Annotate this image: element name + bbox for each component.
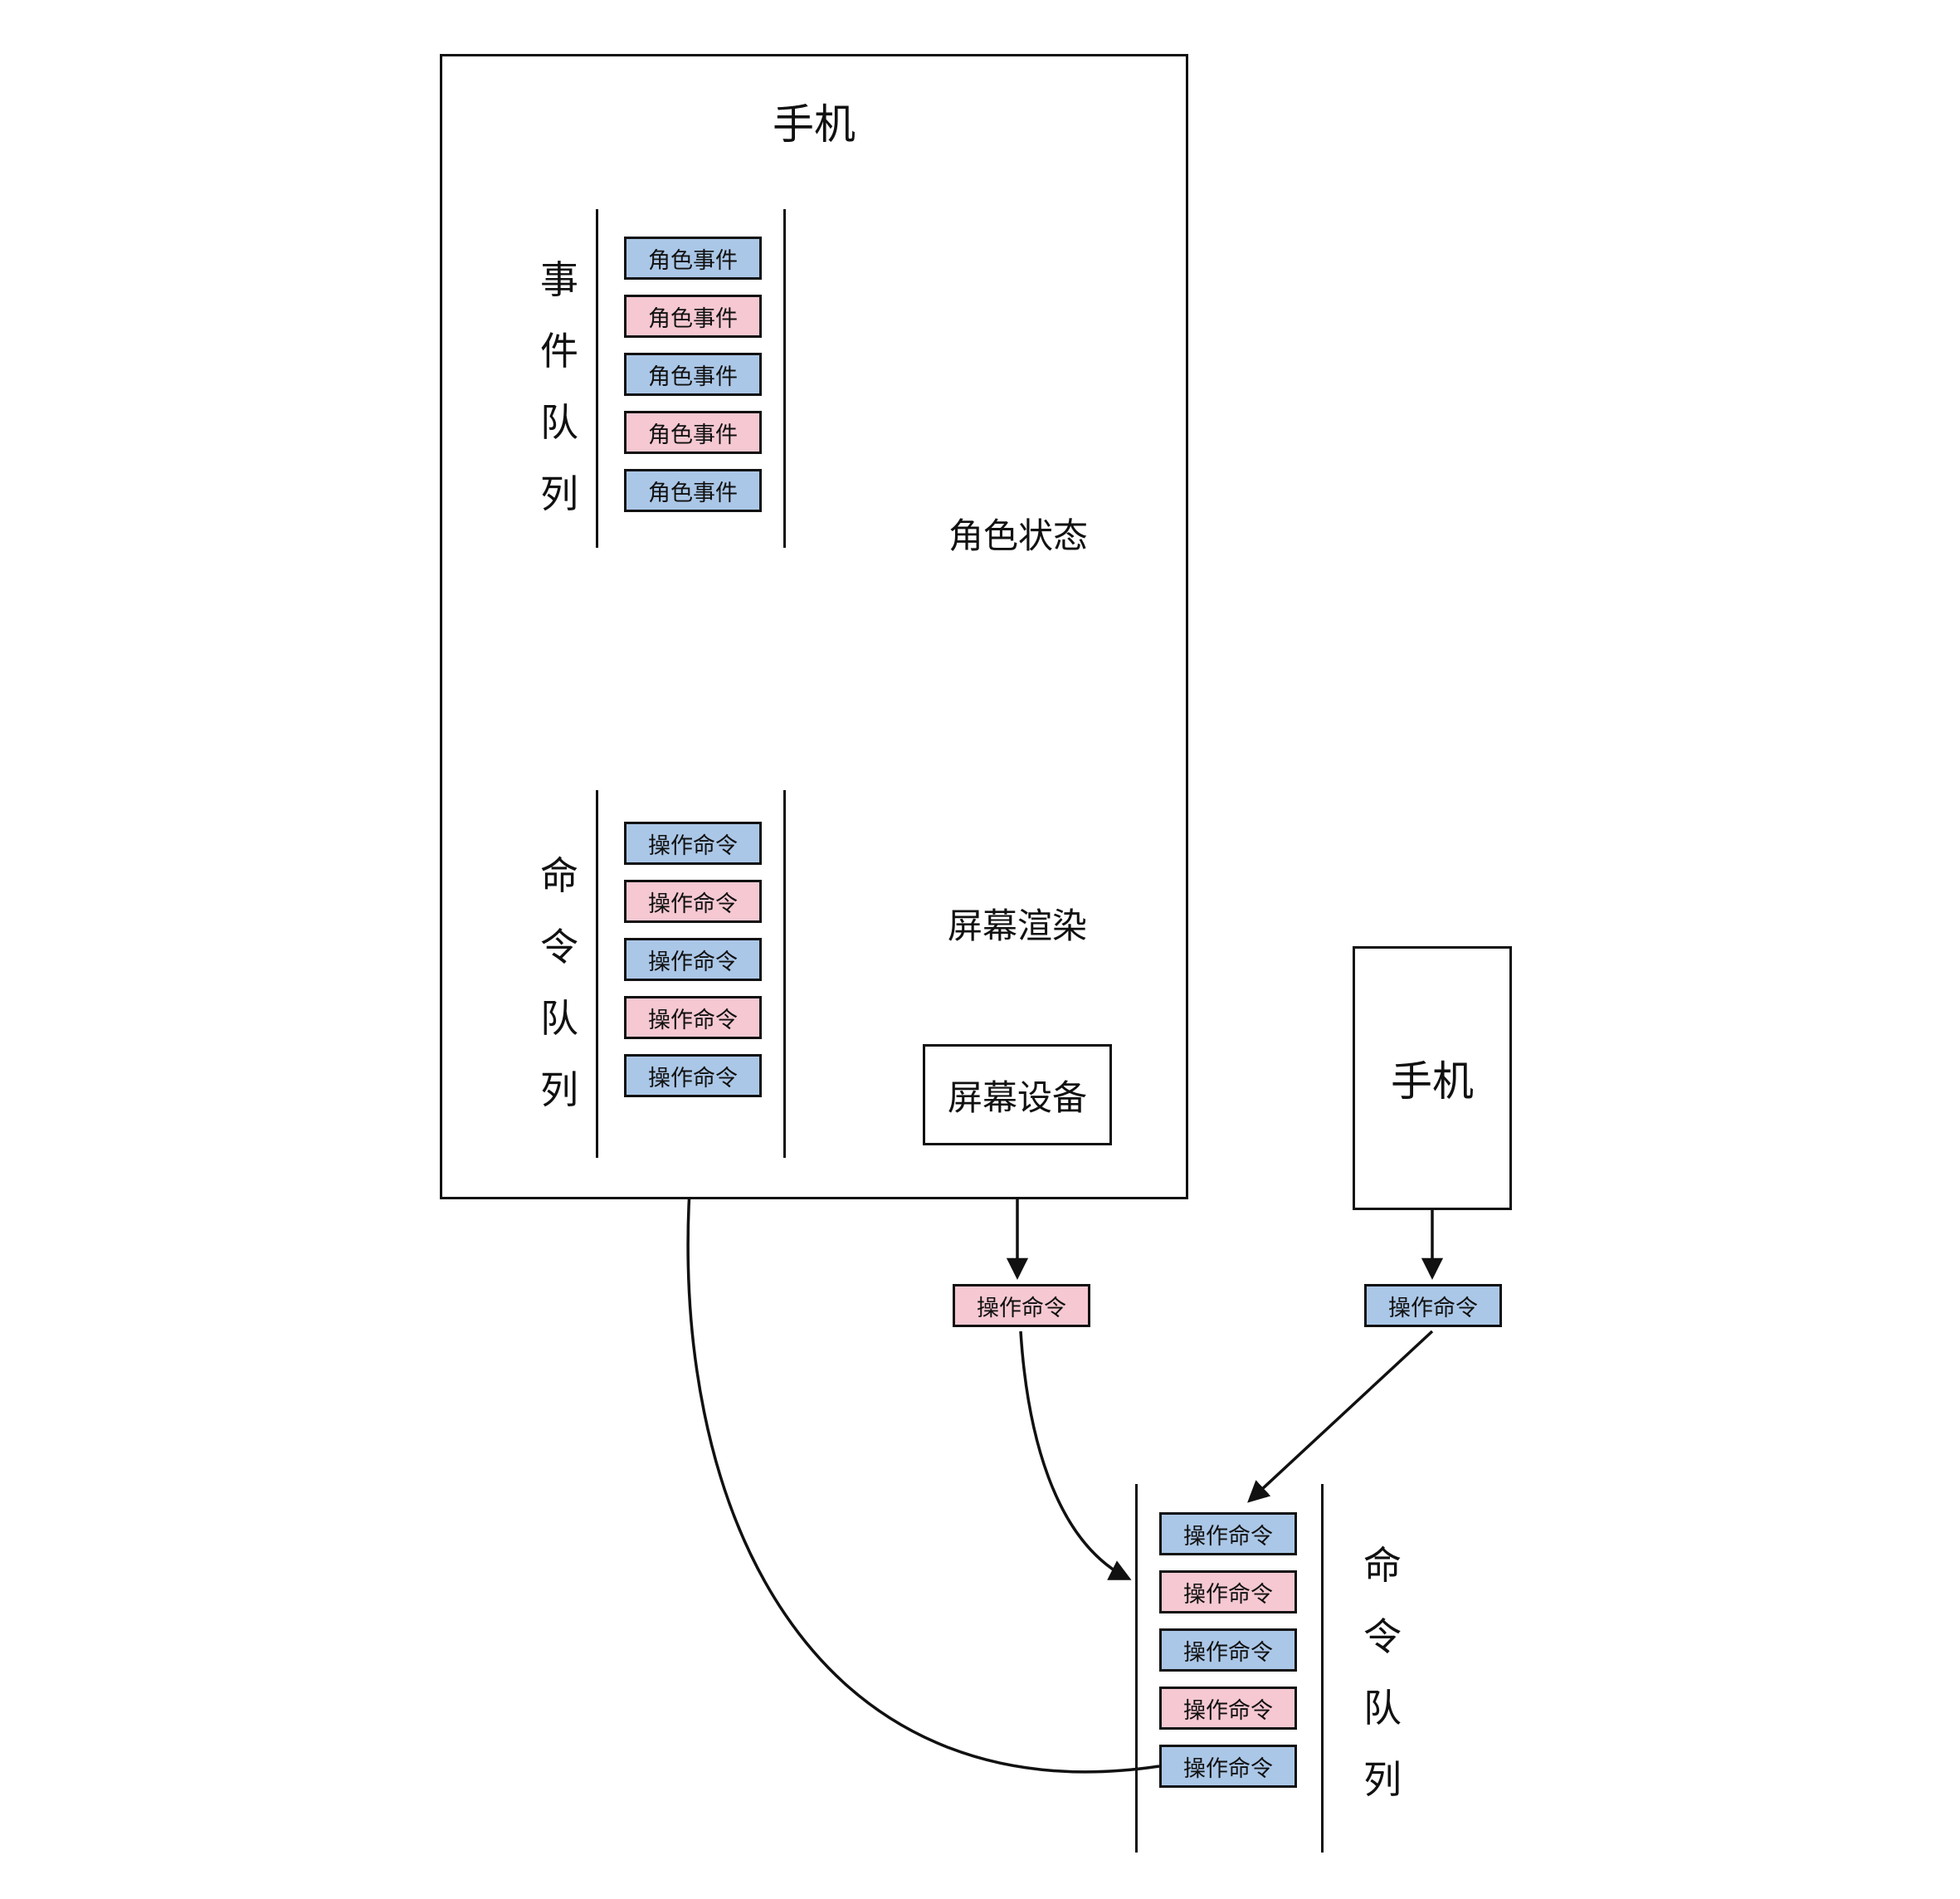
- arrow-remotequeue-to-commandqueue: [679, 1162, 1160, 1774]
- outgoing-command-box: 操作命令: [953, 1284, 1090, 1327]
- remote-queue-item: 操作命令: [1159, 1687, 1297, 1730]
- remote-queue-label: 命令队列: [1363, 1544, 1402, 1801]
- screen-device-box: 屏幕设备: [923, 1044, 1112, 1145]
- command-queue-item: 操作命令: [624, 822, 762, 865]
- command-queue-item: 操作命令: [624, 1054, 762, 1097]
- command-queue-item: 操作命令: [624, 938, 762, 981]
- remote-phone-box: 手机: [1353, 946, 1512, 1210]
- remote-queue-item: 操作命令: [1159, 1745, 1297, 1788]
- remote-queue-item: 操作命令: [1159, 1628, 1297, 1672]
- command-queue-item: 操作命令: [624, 996, 762, 1039]
- command-queue-item: 操作命令: [624, 880, 762, 923]
- remote-command-box: 操作命令: [1364, 1284, 1502, 1327]
- event-queue-item: 角色事件: [624, 295, 762, 338]
- remote-queue-left-rail: [1135, 1484, 1138, 1853]
- command-queue-left-rail: [596, 790, 598, 1158]
- event-queue-item: 角色事件: [624, 353, 762, 396]
- arrow-command-to-remotequeue: [1019, 1330, 1132, 1580]
- main-phone-title: 手机: [773, 101, 856, 148]
- screen-render-label: 屏幕渲染: [947, 906, 1087, 945]
- remote-queue-right-rail: [1321, 1484, 1324, 1853]
- command-queue-right-rail: [783, 790, 786, 1158]
- event-queue-item: 角色事件: [624, 411, 762, 454]
- command-queue-label: 命令队列: [540, 854, 578, 1111]
- event-queue-label: 事件队列: [540, 258, 578, 515]
- event-queue-item: 角色事件: [624, 469, 762, 512]
- event-queue-left-rail: [596, 209, 598, 548]
- event-queue-item: 角色事件: [624, 237, 762, 280]
- main-phone-box: 手机: [440, 54, 1188, 1199]
- character-state-label: 角色状态: [948, 516, 1088, 555]
- remote-queue-item: 操作命令: [1159, 1570, 1297, 1613]
- remote-queue-item: 操作命令: [1159, 1512, 1297, 1555]
- arrow-remotecommand-to-queue: [1247, 1330, 1434, 1503]
- event-queue-right-rail: [783, 209, 786, 548]
